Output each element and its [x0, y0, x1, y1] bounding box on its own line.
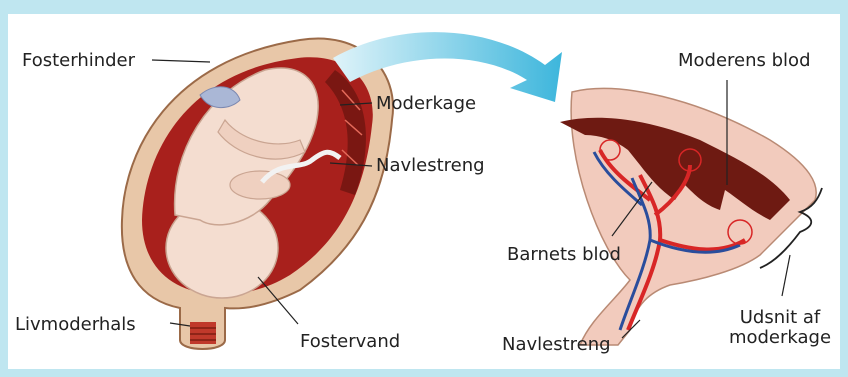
- label-moderkage: Moderkage: [376, 94, 476, 114]
- label-udsnit-line1: Udsnit af: [722, 308, 838, 328]
- label-livmoderhals: Livmoderhals: [15, 315, 136, 335]
- label-fostervand: Fostervand: [300, 332, 400, 352]
- label-navlestreng-right: Navlestreng: [502, 335, 611, 355]
- label-moderens-blod: Moderens blod: [678, 51, 811, 71]
- label-udsnit-af-moderkage: Udsnit af moderkage: [722, 308, 838, 348]
- label-barnets-blod: Barnets blod: [507, 245, 621, 265]
- label-navlestreng-left: Navlestreng: [376, 156, 485, 176]
- uterus-illustration: [122, 38, 393, 349]
- label-udsnit-line2: moderkage: [722, 328, 838, 348]
- label-fosterhinder: Fosterhinder: [22, 51, 135, 71]
